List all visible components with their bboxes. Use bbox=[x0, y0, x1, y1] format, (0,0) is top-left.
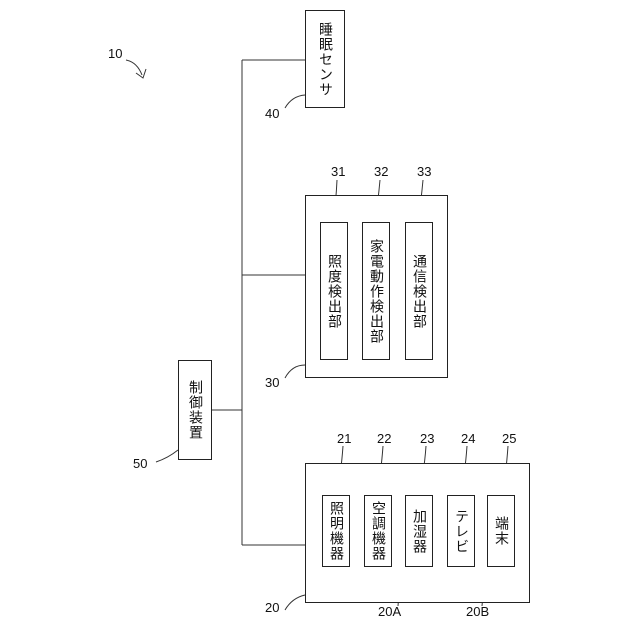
illuminance-detector-box: 照度検出部 bbox=[320, 222, 348, 360]
ref-24: 24 bbox=[461, 431, 475, 446]
ref-20A: 20A bbox=[378, 604, 401, 619]
leader-20 bbox=[285, 595, 305, 610]
ref-10: 10 bbox=[108, 46, 122, 61]
air-conditioner-box: 空調機器 bbox=[364, 495, 392, 567]
ref-50: 50 bbox=[133, 456, 147, 471]
humidifier-box: 加湿器 bbox=[405, 495, 433, 567]
television-label: テレビ bbox=[448, 496, 474, 566]
controller-label: 制御装置 bbox=[179, 361, 211, 459]
ref-31: 31 bbox=[331, 164, 345, 179]
ref-32: 32 bbox=[374, 164, 388, 179]
communication-detector-label: 通信検出部 bbox=[406, 223, 432, 359]
lighting-device-box: 照明機器 bbox=[322, 495, 350, 567]
ref-25: 25 bbox=[502, 431, 516, 446]
leader-30 bbox=[285, 365, 305, 378]
ref-33: 33 bbox=[417, 164, 431, 179]
ref-30: 30 bbox=[265, 375, 279, 390]
humidifier-label: 加湿器 bbox=[406, 496, 432, 566]
ref-40: 40 bbox=[265, 106, 279, 121]
ref-20B: 20B bbox=[466, 604, 489, 619]
communication-detector-box: 通信検出部 bbox=[405, 222, 433, 360]
terminal-box: 端末 bbox=[487, 495, 515, 567]
ref-20: 20 bbox=[265, 600, 279, 615]
appliance-operation-detector-box: 家電動作検出部 bbox=[362, 222, 390, 360]
leader-50 bbox=[156, 450, 178, 462]
sleep-sensor-box: 睡眠センサ bbox=[305, 10, 345, 108]
lighting-device-label: 照明機器 bbox=[323, 496, 349, 566]
ref-21: 21 bbox=[337, 431, 351, 446]
leader-40 bbox=[285, 95, 305, 108]
ref-23: 23 bbox=[420, 431, 434, 446]
sleep-sensor-label: 睡眠センサ bbox=[306, 11, 344, 107]
arrow-10 bbox=[126, 60, 142, 75]
illuminance-detector-label: 照度検出部 bbox=[321, 223, 347, 359]
air-conditioner-label: 空調機器 bbox=[365, 496, 391, 566]
terminal-label: 端末 bbox=[488, 496, 514, 566]
appliance-operation-detector-label: 家電動作検出部 bbox=[363, 223, 389, 359]
television-box: テレビ bbox=[447, 495, 475, 567]
controller-box: 制御装置 bbox=[178, 360, 212, 460]
ref-22: 22 bbox=[377, 431, 391, 446]
